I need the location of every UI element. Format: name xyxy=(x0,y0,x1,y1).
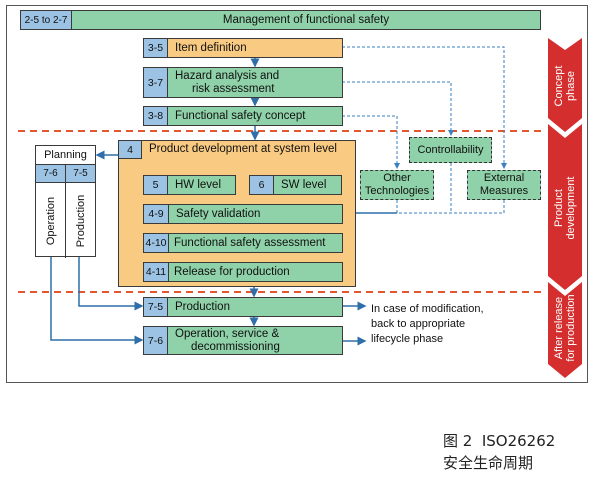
planning-production-label: Production xyxy=(74,194,87,247)
fsc-number: 3-8 xyxy=(144,107,168,125)
management-bar: 2-5 to 2-7 Management of functional safe… xyxy=(20,10,541,30)
fsa-label: Functional safety assessment xyxy=(174,236,326,249)
phase-label-concept: Concept phase xyxy=(553,66,577,107)
safety-validation-label: Safety validation xyxy=(176,207,261,220)
item-definition-box: 3-5 Item definition xyxy=(143,38,343,58)
hazard-analysis-line2: risk assessment xyxy=(192,82,275,95)
sw-level-number: 6 xyxy=(250,176,274,194)
phase-product-line1: Product xyxy=(553,189,565,227)
hazard-analysis-number: 3-7 xyxy=(144,68,168,97)
planning-box: Planning 7-6 7-5 Operation Production xyxy=(35,145,96,258)
management-label: Management of functional safety xyxy=(222,13,390,26)
planning-operation-label: Operation xyxy=(44,196,57,245)
release-number: 4-11 xyxy=(144,263,169,281)
dotted-external-return xyxy=(397,200,505,214)
operation-service-line1: Operation, service & xyxy=(175,327,280,340)
other-tech-line2: Technologies xyxy=(364,185,430,197)
production-label: Production xyxy=(175,300,230,313)
planning-title: Planning xyxy=(36,146,95,165)
safety-validation-box: 4-9 Safety validation xyxy=(143,204,343,224)
caption-line2: 安全生命周期 xyxy=(443,454,534,472)
phase-arrow-concept xyxy=(548,38,582,132)
external-measures-line2: Measures xyxy=(479,185,529,197)
phase-after-line2: for production xyxy=(565,294,577,362)
release-label: Release for production xyxy=(174,265,290,278)
production-box: 7-5 Production xyxy=(143,297,343,317)
dotted-itemdef-external xyxy=(342,46,507,169)
operation-service-label: Operation, service & decommissioning xyxy=(168,327,342,354)
operation-service-line2: decommissioning xyxy=(191,340,280,353)
safety-validation-number: 4-9 xyxy=(144,205,169,223)
sw-level-label: SW level xyxy=(281,178,327,191)
hw-level-label: HW level xyxy=(175,178,222,191)
hazard-analysis-box: 3-7 Hazard analysis and risk assessment xyxy=(143,67,343,98)
external-measures-box: External Measures xyxy=(467,170,541,200)
phase-arrow-product-development xyxy=(548,124,582,290)
hazard-analysis-label: Hazard analysis and risk assessment xyxy=(168,68,342,97)
note-line3: lifecycle phase xyxy=(371,333,444,345)
note-line2: back to appropriate xyxy=(371,318,466,330)
figure-caption: 图 2 ISO26262 安全生命周期 xyxy=(443,430,555,474)
item-definition-label: Item definition xyxy=(175,41,247,54)
item-definition-number: 3-5 xyxy=(144,39,168,57)
dotted-fsc-othertech xyxy=(342,115,400,169)
phase-arrow-after-release xyxy=(548,282,582,378)
functional-safety-assessment-box: 4-10 Functional safety assessment xyxy=(143,233,343,253)
planning-production-number: 7-5 xyxy=(73,168,88,179)
arrow-planning-production xyxy=(78,257,144,311)
phase-after-line1: After release xyxy=(553,296,565,360)
hw-level-number: 5 xyxy=(144,176,168,194)
phase-label-product-development: Product development xyxy=(553,177,577,240)
external-measures-line1: External xyxy=(483,172,525,184)
management-number: 2-5 to 2-7 xyxy=(21,11,72,29)
phase-concept-line2: phase xyxy=(565,71,577,101)
other-technologies-box: Other Technologies xyxy=(360,170,434,200)
production-number: 7-5 xyxy=(144,298,168,316)
phase-label-after-release: After release for production xyxy=(553,294,577,361)
hw-level-box: 5 HW level xyxy=(143,175,236,195)
controllability-box: Controllability xyxy=(409,137,492,163)
other-tech-line1: Other xyxy=(383,172,411,184)
hazard-analysis-line1: Hazard analysis and xyxy=(175,69,280,82)
operation-service-number: 7-6 xyxy=(144,327,168,354)
fsc-label: Functional safety concept xyxy=(175,109,306,122)
planning-operation-number: 7-6 xyxy=(36,165,66,182)
operation-service-box: 7-6 Operation, service & decommissioning xyxy=(143,326,343,355)
phase-concept-line1: Concept xyxy=(553,65,565,107)
phase-product-line2: development xyxy=(565,176,577,240)
controllability-label: Controllability xyxy=(417,143,484,156)
modification-note: In case of modification, back to appropr… xyxy=(371,302,484,347)
fsa-number: 4-10 xyxy=(144,234,169,252)
dotted-hazard-controllability xyxy=(342,81,454,136)
arrow-planning-operation xyxy=(50,257,144,345)
product-development-number: 4 xyxy=(118,140,142,159)
product-development-title: Product development at system level xyxy=(149,143,337,155)
functional-safety-concept-box: 3-8 Functional safety concept xyxy=(143,106,343,126)
release-for-production-box: 4-11 Release for production xyxy=(143,262,343,282)
caption-line1: 图 2 ISO26262 xyxy=(443,432,556,450)
note-line1: In case of modification, xyxy=(371,303,484,315)
sw-level-box: 6 SW level xyxy=(249,175,342,195)
